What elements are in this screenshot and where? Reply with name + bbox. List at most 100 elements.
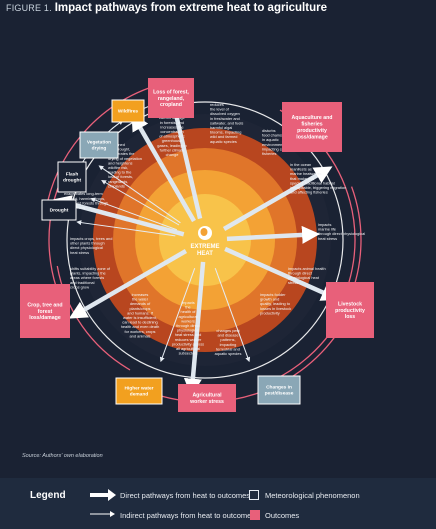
annotation-line: reduces (210, 102, 224, 107)
annotation-line: the level of (210, 107, 230, 112)
annotation-line: concentration (160, 129, 183, 134)
annotation-line: exacerbates long-term (64, 191, 103, 196)
phenomenon-veg-rect (79, 131, 119, 159)
annotation-line: all agricultural (176, 346, 200, 351)
annotation-line: in forests, and (160, 120, 184, 125)
annotation-line: drought, harming crops, (64, 196, 105, 201)
annotation-line: and animals (130, 333, 151, 338)
annotation-line: that make fish (290, 176, 314, 181)
box-line: Flash (66, 172, 79, 178)
annotation-line: marine heatwaves (290, 171, 322, 176)
annotation-line: drying of vegetation (108, 156, 142, 161)
box-line: worker stress (189, 399, 224, 405)
meteo-swatch (249, 490, 259, 500)
annotation-line: through direct (176, 323, 201, 328)
phenomenon-wildfires: Wildfires (111, 99, 145, 123)
annotation-line: saltwater, and fuels (210, 120, 243, 125)
annotation-line: gases, leading to (157, 143, 186, 148)
direct-pathway-arrow (131, 112, 196, 223)
annotation-line: physiological heat (288, 275, 320, 280)
outcome-crop-rect (20, 284, 70, 338)
annotation-line: and traditional (70, 280, 95, 285)
box-line: loss/damage (296, 134, 328, 140)
box-line: Drought (50, 208, 69, 214)
annotation-line: demands of (130, 301, 151, 306)
annotation-texts: contributesto loss ofcarbon storagein fo… (64, 102, 365, 356)
annotation-line: impacting (220, 342, 237, 347)
annotation-line: heat stress and (175, 332, 202, 337)
direct-pathway-arrow (226, 225, 321, 244)
outcome-forest-label: Loss of forest,rangeland,cropland (153, 89, 189, 108)
box-line: Loss of forest, (153, 89, 189, 95)
indirect-arc (56, 265, 131, 371)
annotation-line: productivity (260, 310, 280, 315)
annotation-line: plants, impacting the (70, 271, 106, 276)
indirect-pathway-arrow (90, 197, 177, 231)
annotation-line: of atmospheric (159, 134, 185, 139)
legend: Legend Direct pathways from heat to outc… (0, 478, 436, 529)
center-line2: HEAT (197, 251, 213, 257)
direct-pathway-arrow (183, 261, 206, 397)
annotation-line: leading to the (108, 170, 131, 175)
indirect-pathway-arrow (214, 268, 251, 363)
phenomenon-pest-rect (257, 375, 301, 405)
annotation-line: croplands (108, 183, 125, 188)
outcome-worker-rect (178, 384, 236, 412)
annotation-line: and humans. If (127, 310, 154, 315)
annotation-line: species' traditional habitat (290, 180, 336, 185)
box-line: rangeland, (158, 96, 185, 102)
annotation-line: reduces worker (175, 337, 202, 342)
box-line: Agricultural (192, 393, 222, 399)
annotation-line: shifts suitability zone of (70, 266, 111, 271)
indirect-pathway-arrow (98, 165, 181, 224)
pathway-arrows (53, 86, 340, 397)
annotation-line: physiological (177, 328, 199, 333)
direct-pathway-arrow (53, 195, 185, 237)
ring-outline (66, 101, 344, 379)
figure-title-text: Impact pathways from extreme heat to agr… (54, 2, 327, 14)
box-line: loss (345, 314, 355, 320)
box-line: Aquaculture and (292, 115, 333, 121)
annotation-line: productivity across (172, 341, 204, 346)
annotation-line: direct physiological (70, 245, 103, 250)
legend-arrows (90, 489, 116, 517)
annotation-line: crops grow (70, 284, 89, 289)
impact-pathways-diagram: contributesto loss ofcarbon storagein fo… (20, 78, 374, 412)
annotation-line: food chains (262, 133, 282, 138)
phenomenon-drought-rect (41, 199, 77, 221)
annotation-line: the water (132, 297, 149, 302)
outcome-aqua-rect (282, 102, 342, 152)
box-line: Vegetation (87, 140, 111, 146)
box-line: drought (63, 178, 82, 184)
annotation-line: in freshwater and (210, 116, 240, 121)
annotation-line: in the ocean (290, 162, 311, 167)
annotation-line: aquatic species (210, 139, 237, 144)
figure-label: FIGURE 1. (6, 3, 52, 13)
figure-title: FIGURE 1. Impact pathways from extreme h… (6, 2, 327, 14)
box-line: productivity (297, 128, 327, 134)
annotation-line: change (166, 152, 179, 157)
annotation-a14: combinedwith drought,accelerates thedryi… (108, 142, 142, 188)
annotation-line: increases (132, 292, 149, 297)
annotation-line: blooms, impacting (210, 130, 241, 135)
legend-title: Legend (30, 490, 66, 501)
annotation-line: greenhouse (162, 138, 183, 143)
indirect-pathway-arrow (101, 180, 180, 226)
annotation-line: through direct (288, 271, 313, 276)
annotation-line: environments, (262, 142, 286, 147)
annotation-line: increases the (160, 124, 183, 129)
